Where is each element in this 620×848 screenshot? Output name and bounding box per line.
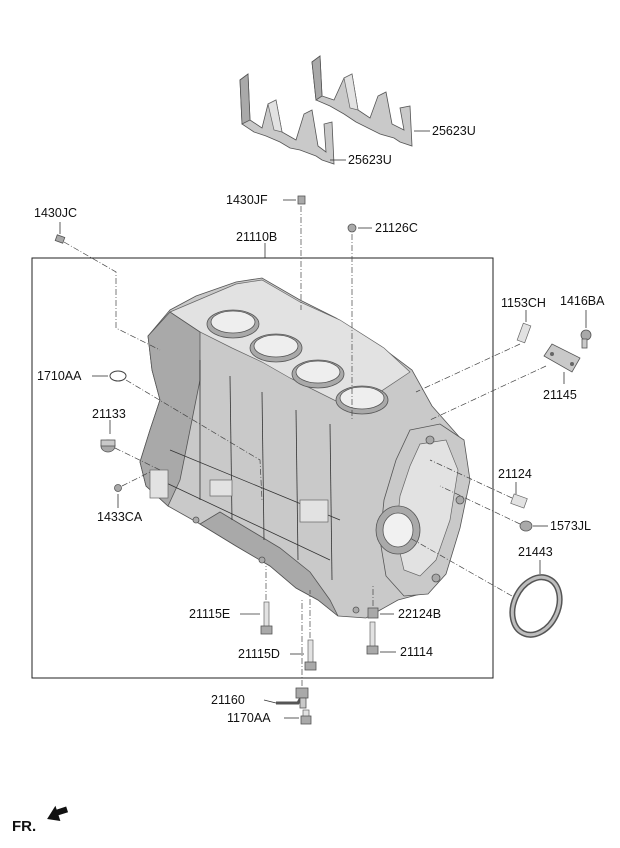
cylinder-block[interactable]: [139, 277, 471, 619]
bolt-21115d[interactable]: [304, 639, 317, 671]
label-21110b: 21110B: [236, 230, 278, 244]
label-22124b: 22124B: [398, 607, 442, 621]
baffle-plate-upper[interactable]: [239, 73, 335, 165]
bolt-1416ba[interactable]: [580, 329, 592, 349]
oil-jet-21160[interactable]: [276, 687, 309, 709]
label-1153ch: 1153CH: [501, 296, 546, 310]
rear-oil-seal-21443[interactable]: [503, 570, 568, 643]
front-direction-label: FR.: [12, 818, 37, 835]
label-21145: 21145: [543, 388, 577, 402]
label-21133: 21133: [92, 407, 126, 421]
plug-21126c[interactable]: [347, 223, 357, 233]
label-1573jl: 1573JL: [550, 519, 592, 533]
dowel-pin-1153ch[interactable]: [516, 322, 532, 344]
washer-22124b[interactable]: [367, 607, 379, 619]
label-25623u-lower: 25623U: [348, 153, 392, 167]
label-25623u-upper: 25623U: [432, 124, 476, 138]
label-1710aa: 1710AA: [37, 369, 82, 383]
bolt-1170aa[interactable]: [300, 709, 312, 725]
label-1430jf: 1430JF: [226, 193, 268, 207]
plug-1433ca[interactable]: [114, 484, 122, 492]
label-21115d: 21115D: [238, 647, 280, 661]
label-1430jc: 1430JC: [34, 206, 78, 220]
label-21124: 21124: [498, 467, 532, 481]
label-21115e: 21115E: [189, 607, 231, 621]
bolt-21114[interactable]: [366, 621, 379, 655]
bolt-21115e[interactable]: [260, 601, 273, 635]
plug-21133[interactable]: [100, 439, 116, 453]
label-21160: 21160: [211, 693, 245, 707]
label-21443: 21443: [518, 545, 553, 559]
dowel-pin-21124[interactable]: [510, 493, 528, 509]
label-1416ba: 1416BA: [560, 294, 605, 308]
front-direction-arrow-icon: [47, 805, 69, 821]
baffle-plate-lower[interactable]: [311, 55, 413, 147]
label-1433ca: 1433CA: [97, 510, 143, 524]
cover-plate-21145[interactable]: [543, 343, 581, 373]
label-21114: 21114: [400, 645, 433, 659]
label-21126c: 21126C: [375, 221, 418, 235]
label-1170aa: 1170AA: [227, 711, 271, 725]
plug-1430jf[interactable]: [297, 195, 306, 205]
assembly-frame: [31, 257, 494, 679]
plug-1573jl[interactable]: [519, 520, 533, 532]
plug-1430jc[interactable]: [54, 234, 66, 244]
o-ring-1710aa[interactable]: [109, 370, 127, 382]
